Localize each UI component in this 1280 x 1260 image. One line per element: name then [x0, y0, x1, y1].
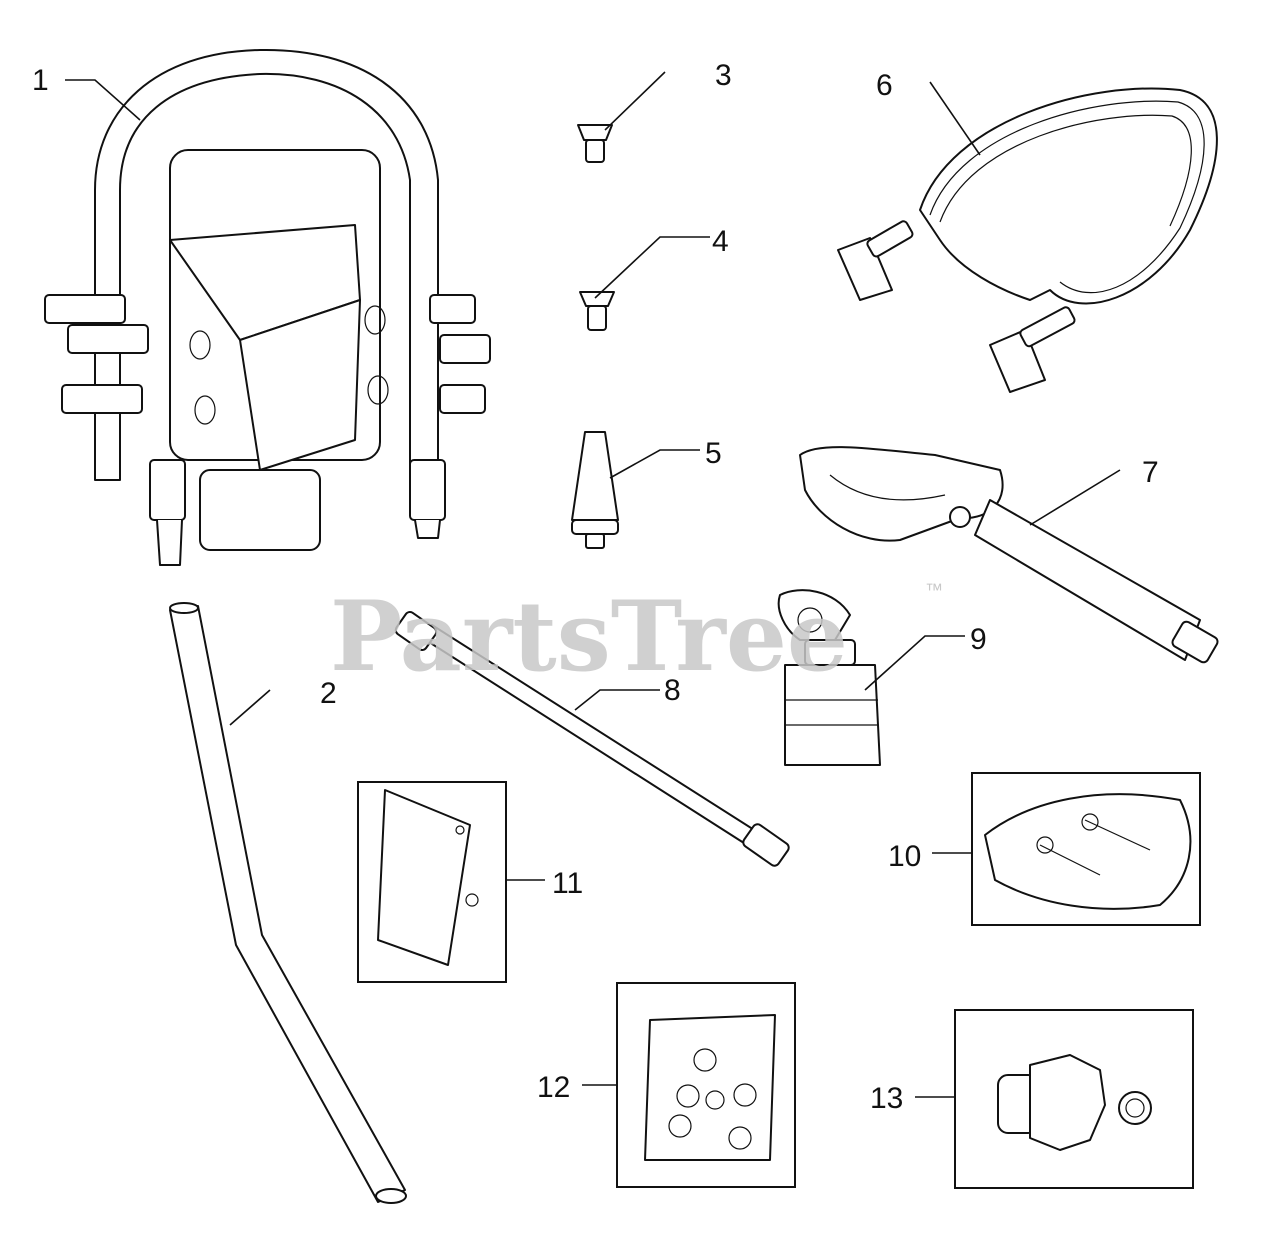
callout-11: 11	[552, 867, 583, 900]
part-9-detergent-bottle	[777, 589, 881, 766]
callout-7: 7	[1142, 456, 1159, 489]
leader-lines	[65, 71, 1121, 1098]
watermark-brand: PartsTree	[330, 580, 848, 693]
part-8-wand	[394, 610, 790, 867]
callout-12: 12	[537, 1071, 570, 1104]
callout-5: 5	[705, 437, 722, 470]
part-1-handle-frame	[44, 48, 491, 566]
callout-1: 1	[32, 64, 49, 97]
part-7-spray-gun	[799, 446, 1219, 664]
part-12-oring-kit	[644, 1014, 776, 1161]
part-6-hose	[837, 87, 1218, 393]
callout-6: 6	[876, 69, 893, 102]
part-5-turbo-nozzle	[571, 431, 619, 549]
callout-3: 3	[715, 59, 732, 92]
callout-8: 8	[664, 674, 681, 707]
part-2-handle-tube	[169, 602, 407, 1204]
watermark-trademark: ™	[925, 580, 943, 600]
callout-4: 4	[712, 225, 729, 258]
callout-10: 10	[888, 840, 921, 873]
part-4-nozzle-tip	[579, 291, 615, 331]
part-11-manual-card	[377, 789, 479, 966]
callout-2: 2	[320, 677, 337, 710]
callout-13: 13	[870, 1082, 903, 1115]
part-3-nozzle-tip	[577, 124, 613, 163]
callout-9: 9	[970, 623, 987, 656]
part-10-screw-bag	[984, 793, 1192, 910]
part-13-hose-connector	[997, 1054, 1152, 1151]
